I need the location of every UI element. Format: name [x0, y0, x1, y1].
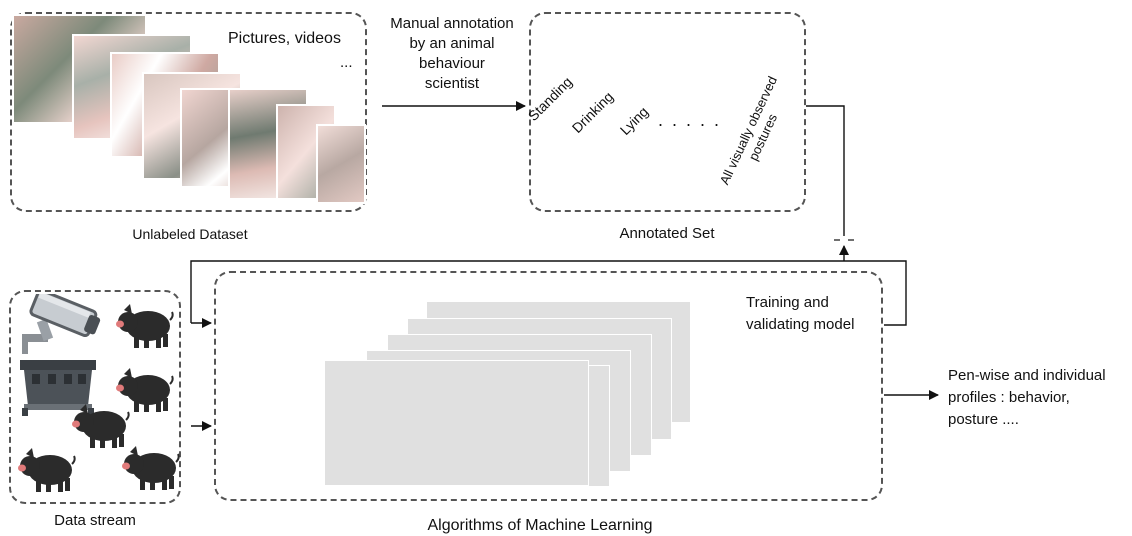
posture-dots: . . . . .: [658, 110, 722, 130]
annotation-line: by an animal: [409, 35, 495, 52]
pig-icon: [116, 368, 174, 412]
annotation-line: behaviour: [419, 55, 485, 72]
security-camera-icon: [22, 294, 101, 354]
pig-icon: [18, 448, 76, 492]
training-line: Training and: [746, 294, 829, 311]
training-line: validating model: [746, 316, 855, 333]
media-type-label: Pictures, videos: [228, 30, 341, 47]
unlabeled-dataset-caption: Unlabeled Dataset: [132, 226, 248, 242]
annotated-set-box: [529, 12, 806, 212]
training-validating-label: Training and validating model: [746, 292, 854, 336]
annotated-link-line: [806, 105, 845, 236]
output-profiles-label: Pen-wise and individual profiles : behav…: [948, 365, 1106, 431]
pig-icon: [122, 446, 180, 490]
pig-icon: [72, 404, 130, 448]
media-ellipsis: ...: [340, 54, 353, 71]
model-card: [324, 360, 589, 486]
output-line: Pen-wise and individual: [948, 367, 1106, 384]
output-line: posture ....: [948, 411, 1019, 428]
annotation-line: scientist: [424, 75, 480, 92]
manual-annotation-label: Manual annotation by an animal behaviour…: [372, 14, 532, 94]
pen-photo: [316, 124, 366, 204]
ml-algorithms-caption: Algorithms of Machine Learning: [427, 517, 653, 534]
output-line: profiles : behavior,: [948, 389, 1070, 406]
feeder-trough-icon: [20, 360, 96, 416]
annotation-line: Manual annotation: [390, 15, 514, 32]
unlabeled-dataset-box: [10, 12, 367, 212]
annotated-set-caption: Annotated Set: [619, 225, 715, 242]
data-stream-caption: Data stream: [54, 512, 136, 529]
pig-icon: [116, 304, 174, 348]
data-stream-box: [9, 290, 181, 504]
